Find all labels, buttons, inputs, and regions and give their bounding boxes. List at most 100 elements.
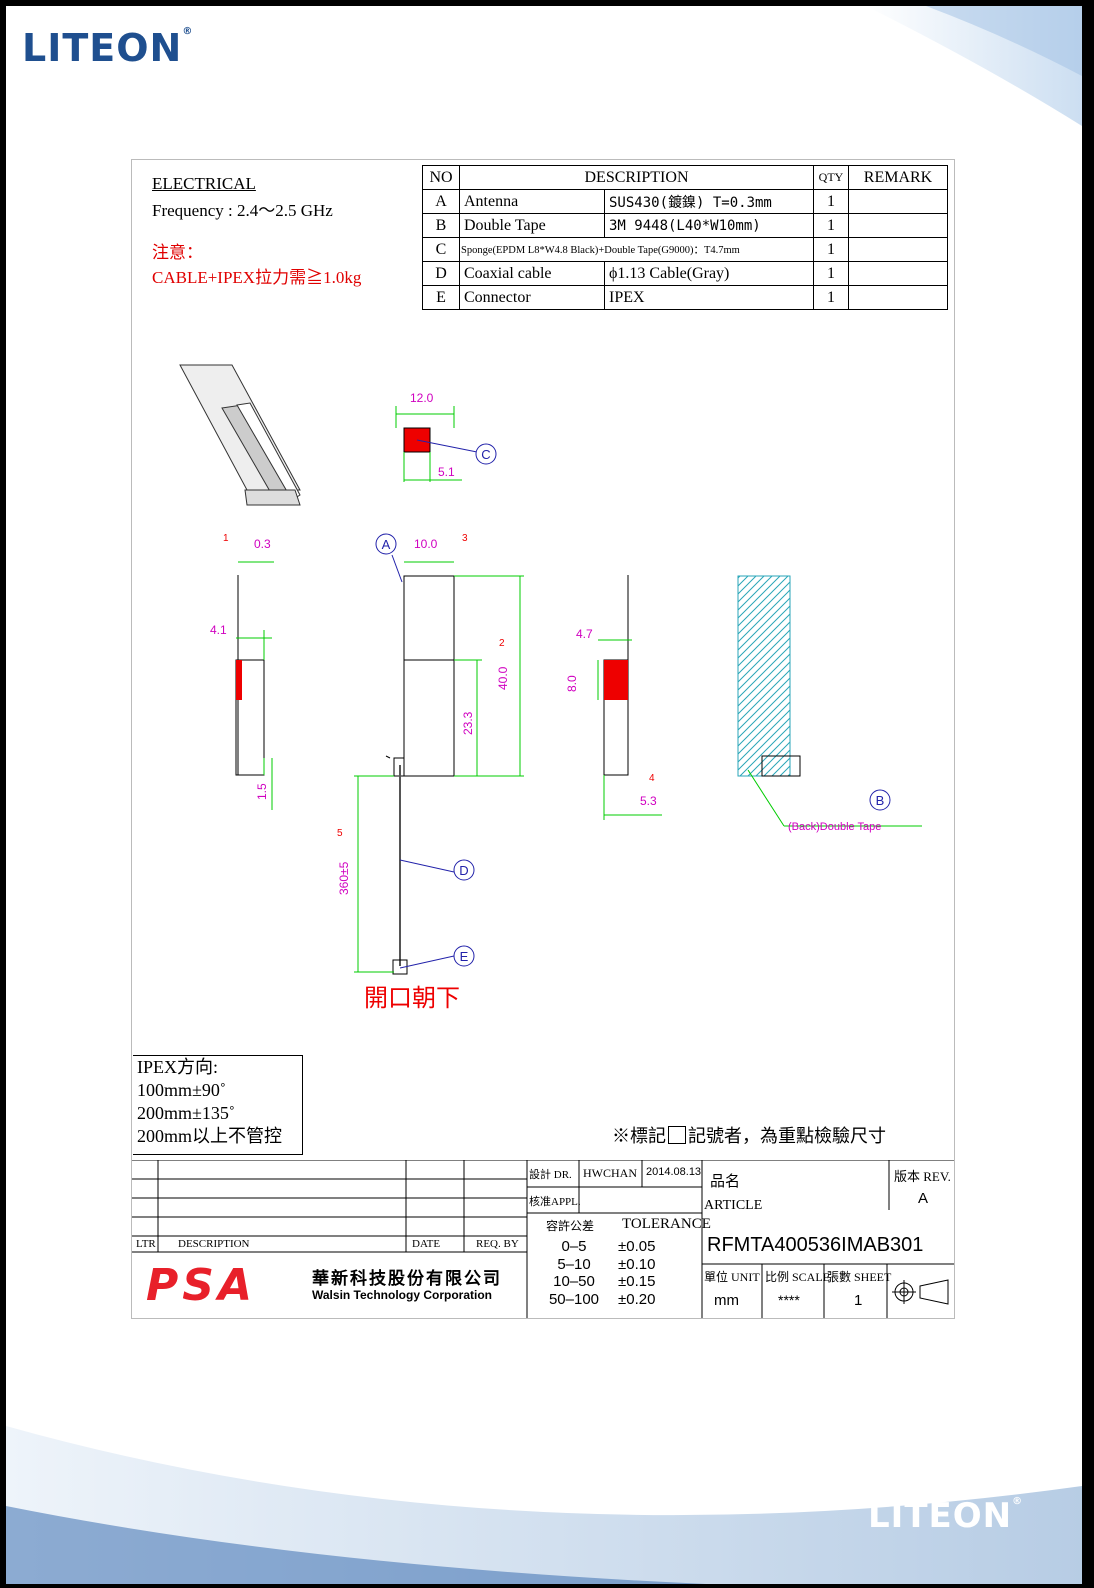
callout-d: D (459, 863, 468, 878)
page-decoration (6, 6, 1082, 1584)
article-number: RFMTA400536IMAB301 (707, 1234, 924, 1256)
callout-b: B (876, 793, 885, 808)
approval-label: 核准APPL. (529, 1196, 581, 1208)
dim-right-bottom: 5.3 (640, 794, 657, 808)
callout-letters: C A D E B (382, 447, 885, 964)
tolerance-value: ±0.05 (618, 1238, 656, 1255)
tolerance-table: 0–5±0.05 5–10±0.10 10–50 ±0.15 50–100 ±0.2… (530, 1238, 700, 1308)
registered-mark: ® (182, 26, 194, 37)
unit-value: mm (714, 1292, 739, 1309)
bom-remark (848, 285, 948, 310)
dimension-labels: 12.0 5.1 0.3 4.1 1.5 10.0 40.0 23.3 360±… (210, 391, 881, 895)
bom-qty: 1 (813, 213, 849, 238)
liteon-logo-top: LITEON® (22, 26, 193, 70)
unit-label: 單位 UNIT (704, 1270, 760, 1284)
company-name-cn: 華新科技股份有限公司 (312, 1269, 502, 1288)
marker-1: 1 (223, 533, 229, 544)
back-tape-label: (Back)Double Tape (788, 821, 881, 833)
sheet-value: 1 (854, 1292, 863, 1309)
bom-spec: SUS430(鍍鎳) T=0.3mm (604, 189, 814, 214)
attention-text: CABLE+IPEX拉力需≧1.0kg (152, 268, 362, 287)
dim-cable-length: 360±5 (337, 861, 351, 895)
dim-side-depth: 4.1 (210, 623, 227, 637)
bom-qty: 1 (813, 285, 849, 310)
ipex-line: 200mm以上不管控 (137, 1126, 283, 1146)
callout-c: C (481, 447, 490, 462)
article-label: ARTICLE (704, 1198, 763, 1213)
tolerance-row: 5–10±0.10 (530, 1256, 700, 1274)
logo-text: LITEON (868, 1496, 1013, 1536)
bom-name: Double Tape (459, 213, 605, 238)
engineering-drawing: ELECTRICAL Frequency : 2.4～2.5 GHz 注意： C… (131, 159, 955, 1319)
tolerance-row: 10–50 ±0.15 (530, 1273, 700, 1291)
liteon-logo-bottom: LITEON® (868, 1496, 1023, 1536)
bom-row: C Sponge(EPDM L8*W4.8 Black)+Double Tape… (422, 237, 948, 262)
tolerance-label-cn: 容許公差 (546, 1219, 595, 1233)
dim-front-length: 40.0 (496, 666, 510, 690)
dim-right-height: 8.0 (565, 675, 579, 692)
article-label-cn: 品名 (710, 1174, 741, 1190)
inspection-note-post: 記號者，為重點檢驗尺寸 (688, 1126, 886, 1146)
side-view-left (235, 561, 274, 810)
bom-row: B Double Tape 3M 9448(L40*W10mm) 1 (422, 213, 948, 238)
rev-header-ltr: LTR (136, 1238, 156, 1250)
tolerance-range: 5–10 (557, 1255, 591, 1273)
designer-label: 設計 DR. (529, 1169, 572, 1181)
isometric-view (179, 364, 301, 506)
tolerance-value: ±0.15 (618, 1273, 656, 1290)
tolerance-range: 10–50 (553, 1273, 595, 1290)
front-view (354, 533, 524, 975)
bom-remark (848, 237, 948, 262)
callout-e: E (460, 949, 469, 964)
ipex-line: 100mm±90˚ (137, 1080, 226, 1100)
rev-header-req-by: REQ. BY (476, 1238, 519, 1250)
datasheet-page: LITEON® LITEON® ELECTRICAL Frequency : 2… (6, 6, 1082, 1584)
bom-header-description: DESCRIPTION (459, 165, 814, 190)
dim-front-width: 10.0 (414, 537, 438, 551)
scale-value: **** (778, 1292, 800, 1308)
callout-a: A (382, 537, 391, 552)
tolerance-row: 0–5±0.05 (530, 1238, 700, 1256)
inspection-note-pre: ※標記 (612, 1126, 666, 1146)
side-view-right (597, 575, 662, 820)
bom-header-no: NO (422, 165, 460, 190)
tolerance-row: 50–100 ±0.20 (530, 1291, 700, 1309)
tolerance-value: ±0.20 (618, 1290, 656, 1308)
electrical-title: ELECTRICAL (152, 174, 256, 193)
bom-header-qty: QTY (813, 165, 849, 190)
dim-right-depth: 4.7 (576, 627, 593, 641)
inspection-note: ※標記 記號者，為重點檢驗尺寸 (612, 1122, 886, 1148)
bom-spec: 3M 9448(L40*W10mm) (604, 213, 814, 238)
sponge-view (395, 406, 497, 482)
drawing-views: 12.0 5.1 0.3 4.1 1.5 10.0 40.0 23.3 360±… (179, 364, 922, 1012)
dim-side-bottom: 1.5 (255, 783, 269, 800)
critical-markers: 1 3 2 4 5 (223, 533, 655, 839)
sheet-label: 張數 SHEET (827, 1270, 892, 1284)
bom-no: B (422, 213, 460, 238)
opening-down-note: 開口朝下 (364, 985, 460, 1012)
rev-header-description: DESCRIPTION (178, 1238, 250, 1250)
scale-label: 比例 SCALE (765, 1270, 831, 1284)
rev-value: A (918, 1190, 929, 1207)
bom-header-remark: REMARK (848, 165, 948, 190)
rev-label: 版本 REV. (894, 1169, 951, 1184)
design-date: 2014.08.13 (646, 1166, 702, 1178)
back-view (737, 575, 922, 827)
logo-text: LITEON (22, 26, 183, 70)
bom-name: Coaxial cable (459, 261, 605, 286)
marker-2: 2 (499, 638, 505, 649)
title-block: LTR DESCRIPTION DATE REQ. BY 設計 DR. HWCH… (132, 1160, 954, 1318)
bom-no: E (422, 285, 460, 310)
dim-front-inner: 23.3 (461, 711, 475, 735)
attention-title: 注意： (152, 243, 203, 262)
bom-no: A (422, 189, 460, 214)
designer-name: HWCHAN (583, 1166, 637, 1180)
rev-header-date: DATE (412, 1238, 441, 1250)
tolerance-range: 50–100 (548, 1290, 600, 1308)
dim-sponge-height: 5.1 (438, 465, 455, 479)
tolerance-label: TOLERANCE (622, 1216, 711, 1232)
ipex-line: 200mm±135˚ (137, 1103, 235, 1123)
psa-logo: PSA (146, 1260, 256, 1311)
frequency-note: Frequency : 2.4～2.5 GHz (152, 201, 333, 220)
ipex-direction-box: IPEX方向: 100mm±90˚ 200mm±135˚ 200mm以上不管控 (133, 1055, 303, 1155)
